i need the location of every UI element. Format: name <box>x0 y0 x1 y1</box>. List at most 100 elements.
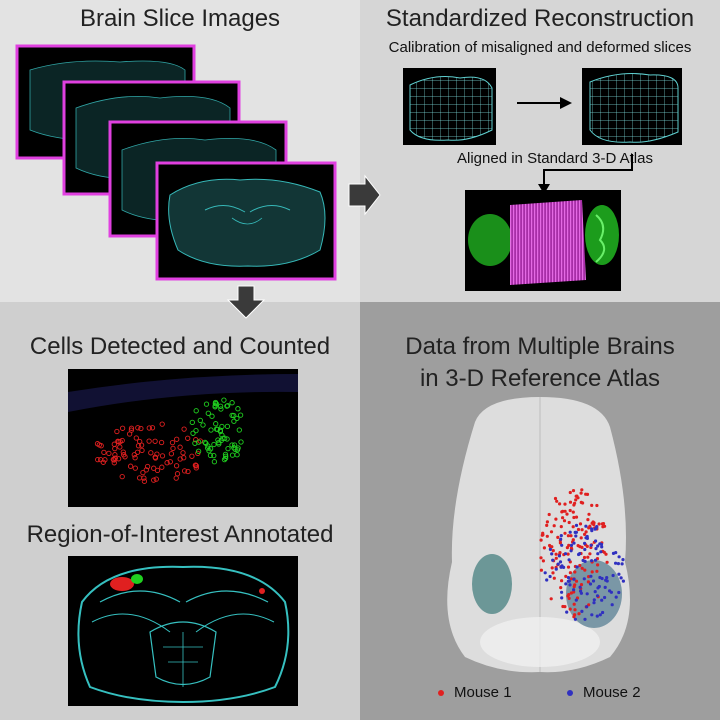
cell-dot <box>154 451 160 457</box>
cell-dot <box>580 488 584 492</box>
cell-dot <box>154 467 161 474</box>
cell-dot <box>554 552 558 556</box>
cell-dot <box>132 465 138 471</box>
cell-dot <box>596 544 600 548</box>
cell-dot <box>151 465 157 471</box>
cell-dot <box>208 427 214 433</box>
cell-dot <box>181 468 188 474</box>
cell-dot <box>557 554 561 558</box>
cell-dot <box>143 467 149 473</box>
cell-dot <box>185 468 191 475</box>
cell-dot <box>580 609 584 613</box>
cell-dot <box>617 590 621 595</box>
cell-dot <box>127 463 134 469</box>
cell-dot <box>189 419 195 426</box>
cell-dot <box>567 520 571 525</box>
cell-dot <box>94 441 101 447</box>
cell-dot <box>577 552 581 557</box>
reconstruction-illustration: Aligned in Standard 3-D Atlas <box>403 68 682 291</box>
cell-dot <box>121 452 127 458</box>
cell-dot <box>551 549 555 553</box>
cell-dot <box>211 441 217 448</box>
cell-dot <box>554 556 558 560</box>
cell-dot <box>549 597 553 601</box>
cell-dot <box>568 571 572 575</box>
cell-dot <box>217 427 224 433</box>
cell-dot <box>600 545 604 549</box>
cell-dot <box>559 534 563 538</box>
cell-dot <box>603 585 607 589</box>
cell-dot <box>222 451 229 458</box>
cell-dot <box>159 453 166 459</box>
right-connector-arrow <box>348 174 381 216</box>
cell-dot <box>551 558 555 562</box>
cell-dot <box>170 445 176 452</box>
cell-dot <box>159 421 165 427</box>
cell-dot <box>572 515 576 520</box>
cell-dot <box>229 400 235 406</box>
cell-dot <box>565 546 569 550</box>
cell-dot <box>235 406 241 412</box>
cell-dot <box>621 579 625 583</box>
cell-dot <box>193 462 199 468</box>
cell-dot <box>584 524 588 528</box>
cell-dot <box>218 437 224 444</box>
cell-dot <box>234 415 240 422</box>
cell-dot <box>115 438 121 444</box>
roi-green-region <box>131 574 143 584</box>
cell-dot <box>599 550 603 554</box>
cell-dot <box>586 580 590 584</box>
cell-dot <box>555 499 559 503</box>
cell-dot <box>569 543 574 547</box>
cell-dot <box>158 439 165 446</box>
cell-dot <box>159 464 165 470</box>
cell-dot <box>119 425 126 431</box>
3d-brain-render <box>447 397 630 673</box>
cell-dot <box>559 525 563 529</box>
cell-dot <box>229 452 236 458</box>
cell-dot <box>573 608 577 612</box>
cell-dot <box>595 594 600 598</box>
slice-stack-illustration <box>15 44 337 281</box>
cell-dot <box>574 515 579 519</box>
cell-dot <box>569 577 573 581</box>
cell-dot <box>539 556 543 560</box>
cell-dot <box>585 544 589 548</box>
cell-dot <box>584 530 588 534</box>
cell-dot <box>571 525 575 529</box>
cell-dot <box>578 585 582 589</box>
cell-dot <box>585 592 589 596</box>
cell-dot <box>601 610 605 615</box>
cell-dot <box>579 583 584 587</box>
cell-dot <box>139 447 145 454</box>
cell-dot <box>620 562 624 566</box>
cell-dot <box>563 509 567 513</box>
cell-dot <box>563 502 567 506</box>
cell-dot <box>574 534 578 538</box>
cell-dot <box>560 543 564 547</box>
roi-red-region <box>110 577 134 591</box>
cell-dot <box>177 444 183 450</box>
cell-dot <box>561 516 565 520</box>
cell-dot <box>583 547 587 552</box>
cell-dot <box>593 590 597 594</box>
cell-dot <box>590 570 594 574</box>
cell-dot <box>545 523 549 527</box>
cell-dot <box>600 598 604 602</box>
cell-dot <box>545 534 549 538</box>
cell-dot <box>568 490 572 495</box>
mouse2-dots <box>543 523 625 621</box>
aligned-label: Aligned in Standard 3-D Atlas <box>457 150 653 167</box>
cell-dot <box>585 605 589 609</box>
cell-dot <box>564 582 568 586</box>
cell-dot <box>132 455 138 461</box>
cell-dot <box>573 530 577 534</box>
cell-dot <box>200 422 206 428</box>
cell-dot <box>180 450 186 456</box>
multi-title-line1: Data from Multiple Brains <box>405 333 675 360</box>
cell-dot <box>181 455 187 461</box>
cell-dot <box>560 564 564 568</box>
cell-dot <box>177 456 183 462</box>
